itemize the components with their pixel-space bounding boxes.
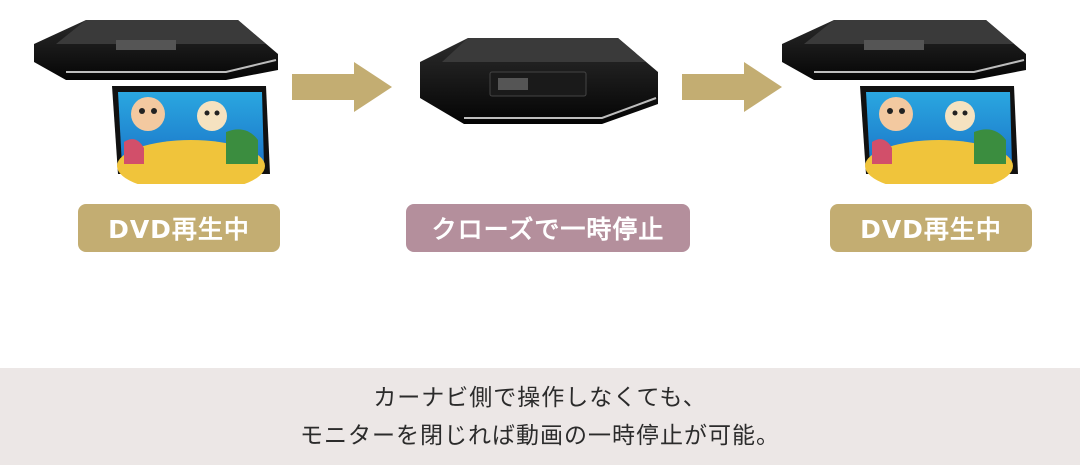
caption-line-2: モニターを閉じれば動画の一時停止が可能。 (300, 422, 780, 449)
right-arrow-icon (292, 62, 392, 112)
overhead-monitor-open-icon (34, 20, 278, 184)
right-arrow-icon (682, 62, 782, 112)
caption-line-1: カーナビ側で操作しなくても、 (373, 384, 707, 411)
overhead-monitor-closed-icon (420, 38, 658, 124)
status-badge-paused: クローズで一時停止 (406, 204, 690, 252)
status-badge-playing: DVD再生中 (78, 204, 280, 252)
overhead-monitor-open-icon (782, 20, 1026, 184)
status-badge-playing: DVD再生中 (830, 204, 1032, 252)
caption-band: カーナビ側で操作しなくても、 モニターを閉じれば動画の一時停止が可能。 (0, 368, 1080, 465)
